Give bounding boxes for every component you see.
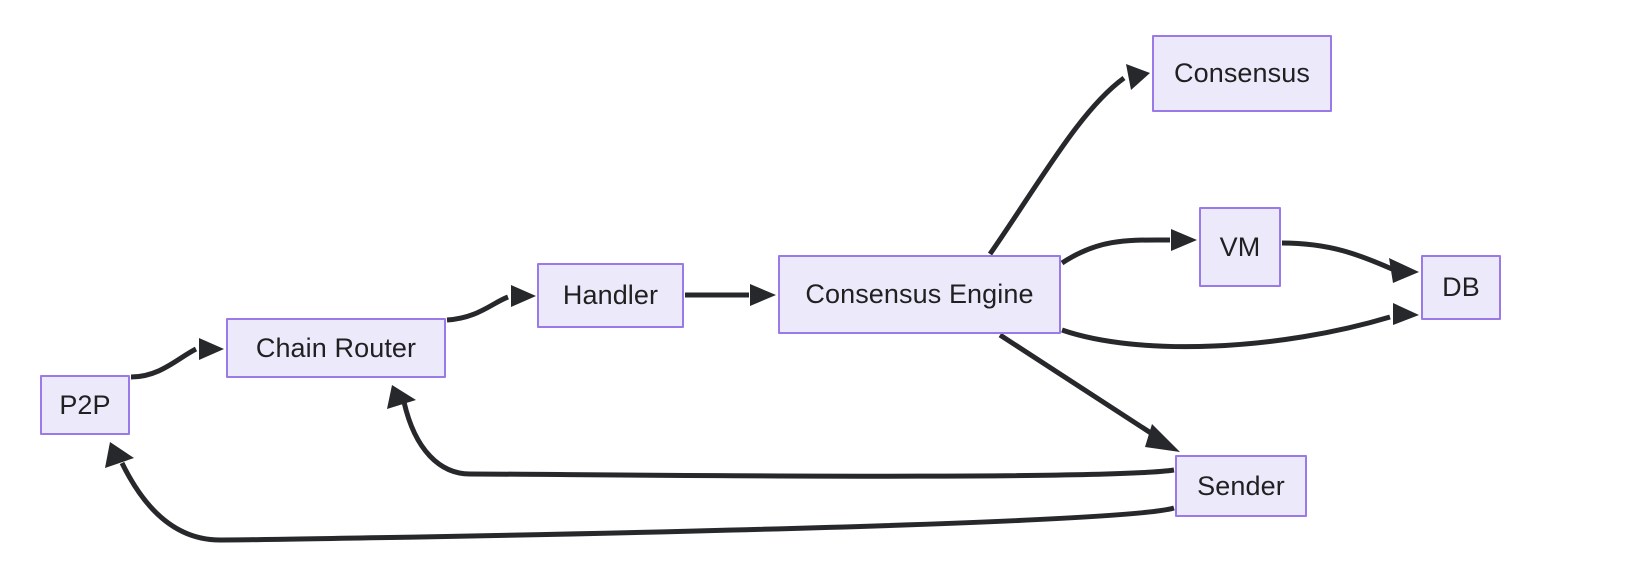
- arrowhead-vm-left: [1171, 229, 1197, 251]
- edge-sender-to-p2p: [105, 442, 1175, 543]
- arrowhead-chain-router-bottom: [387, 385, 416, 409]
- arrowhead-db-bottom-left: [1393, 303, 1419, 325]
- edge-chain-router-to-handler: [446, 285, 536, 323]
- arrowhead-p2p-bottom: [105, 442, 134, 468]
- arrowhead-consensus-engine-left: [750, 284, 776, 306]
- edge-consensus-engine-to-consensus: [987, 64, 1150, 256]
- edge-consensus-engine-to-sender: [998, 332, 1180, 452]
- node-handler-label: Handler: [562, 280, 659, 310]
- node-handler[interactable]: Handler: [537, 263, 684, 328]
- node-sender[interactable]: Sender: [1175, 455, 1307, 517]
- node-consensus[interactable]: Consensus: [1152, 35, 1332, 112]
- arrowhead-chain-router-left: [199, 338, 224, 360]
- node-consensus-label: Consensus: [1174, 58, 1310, 88]
- node-sender-label: Sender: [1197, 470, 1285, 501]
- edge-consensus-engine-to-db: [1061, 303, 1419, 350]
- edge-handler-to-consensus-engine: [685, 284, 776, 306]
- node-p2p[interactable]: P2P: [40, 375, 130, 435]
- edge-vm-to-db: [1281, 240, 1419, 283]
- edge-p2p-to-chain-router: [130, 338, 224, 380]
- edge-sender-to-chain-router: [387, 385, 1175, 479]
- node-db-label: DB: [1442, 272, 1480, 302]
- arrowhead-db-top-left: [1389, 258, 1419, 283]
- edge-consensus-engine-to-vm: [1060, 229, 1197, 266]
- node-consensus-engine-label: Consensus Engine: [805, 279, 1034, 309]
- node-db[interactable]: DB: [1421, 255, 1501, 320]
- node-consensus-engine[interactable]: Consensus Engine: [778, 255, 1061, 334]
- node-chain-router[interactable]: Chain Router: [226, 318, 446, 378]
- arrowhead-handler-left: [511, 285, 536, 307]
- node-vm-label: VM: [1219, 231, 1261, 262]
- node-vm[interactable]: VM: [1199, 207, 1281, 287]
- node-p2p-label: P2P: [59, 389, 111, 420]
- arrowhead-sender-top-left: [1145, 424, 1180, 452]
- arrowhead-consensus-left: [1126, 64, 1150, 90]
- node-chain-router-label: Chain Router: [255, 332, 417, 363]
